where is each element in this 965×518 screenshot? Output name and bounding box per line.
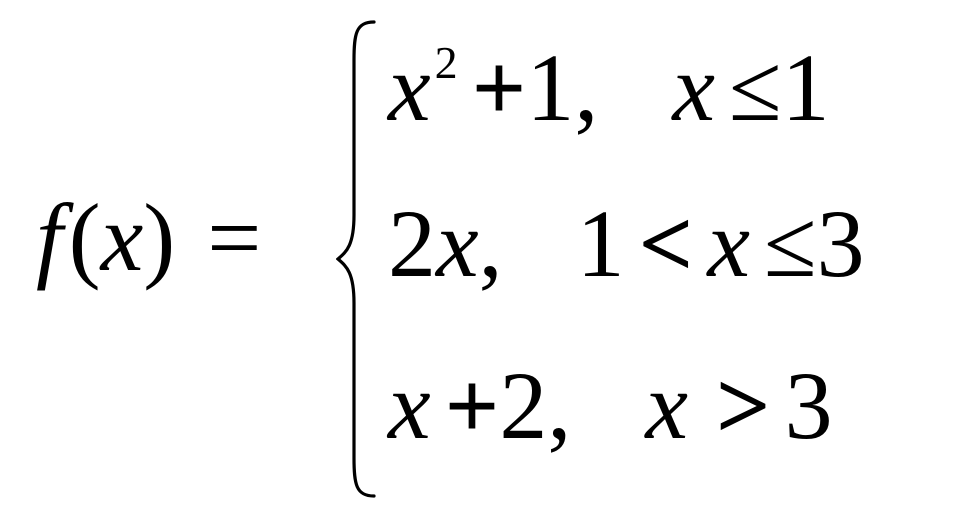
case-3-cond-rel: > [715, 352, 771, 459]
case-row-3: x+2,x>3 [388, 358, 833, 454]
case-2-cond-rel2: ≤ [763, 190, 817, 297]
case-1-const: 1, [526, 34, 599, 141]
case-2-cond-low: 1 [576, 190, 625, 297]
case-2-cond-rel1: < [638, 190, 694, 297]
function-name: f [36, 184, 63, 291]
formula-lhs: f(x)= [36, 190, 261, 286]
case-3-const: 2, [499, 352, 572, 459]
case-2-coef: 2 [388, 190, 436, 297]
case-row-2: 2x,1<x≤3 [388, 196, 865, 292]
case-1-exponent: 2 [434, 37, 458, 88]
case-1-cond-bound: 1 [781, 34, 830, 141]
case-1-plus: + [471, 34, 527, 141]
case-3-cond-bound: 3 [784, 352, 833, 459]
case-row-1: x2+1,x≤1 [388, 40, 830, 136]
case-1-cond-var: x [672, 34, 715, 141]
case-3-cond-var: x [645, 352, 688, 459]
case-2-cond-high: 3 [816, 190, 865, 297]
equals-sign: = [207, 184, 262, 291]
open-paren: ( [68, 184, 101, 291]
close-paren: ) [143, 184, 176, 291]
case-1-expr-var: x [388, 34, 431, 141]
case-2-comma: , [478, 190, 503, 297]
left-brace [336, 20, 376, 498]
case-2-cond-var: x [707, 190, 750, 297]
case-2-expr-var: x [436, 190, 479, 297]
function-argument: x [100, 184, 144, 291]
case-3-plus: + [444, 352, 500, 459]
case-3-expr-var: x [388, 352, 431, 459]
case-1-cond-rel: ≤ [728, 34, 782, 141]
